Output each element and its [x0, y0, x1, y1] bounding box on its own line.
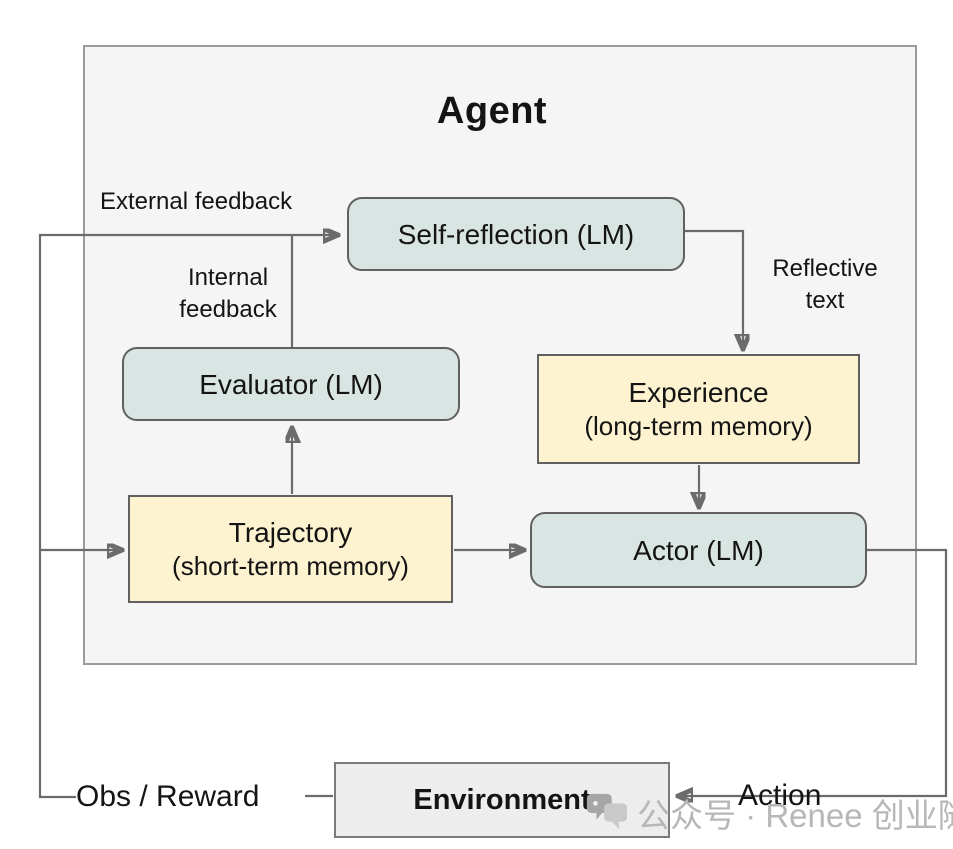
- watermark-text: 公众号 · Renee 创业随笔: [637, 797, 953, 834]
- trajectory-title: Trajectory: [228, 517, 353, 549]
- reflective-text-label: Reflective text: [772, 255, 878, 315]
- speech-bubbles-icon: [586, 793, 628, 830]
- watermark: 公众号 · Renee 创业随笔: [583, 789, 953, 837]
- edge-actor-to-environment: [680, 548, 948, 796]
- obs-reward-label: Obs / Reward: [76, 780, 260, 813]
- edge-selfreflection-to-experience: [685, 229, 743, 347]
- evaluator-label: Evaluator (LM): [199, 368, 383, 400]
- trajectory-node: Trajectory (short-term memory): [128, 495, 453, 603]
- actor-label: Actor (LM): [633, 534, 764, 566]
- action-label: Action: [738, 779, 822, 812]
- environment-node: Environment: [334, 762, 670, 838]
- self-reflection-label: Self-reflection (LM): [397, 218, 635, 250]
- agent-title: Agent: [436, 90, 548, 132]
- internal-feedback-label: Internal feedback: [179, 264, 277, 324]
- environment-label: Environment: [413, 783, 591, 816]
- trajectory-subtitle: (short-term memory): [172, 551, 409, 582]
- self-reflection-node: Self-reflection (LM): [347, 197, 685, 271]
- experience-title: Experience: [628, 377, 769, 409]
- experience-node: Experience (long-term memory): [537, 354, 860, 464]
- experience-subtitle: (long-term memory): [584, 411, 813, 442]
- evaluator-node: Evaluator (LM): [122, 347, 460, 421]
- external-feedback-label: External feedback: [100, 188, 293, 215]
- edge-obs-to-selfreflection: [38, 235, 336, 799]
- actor-node: Actor (LM): [530, 512, 867, 588]
